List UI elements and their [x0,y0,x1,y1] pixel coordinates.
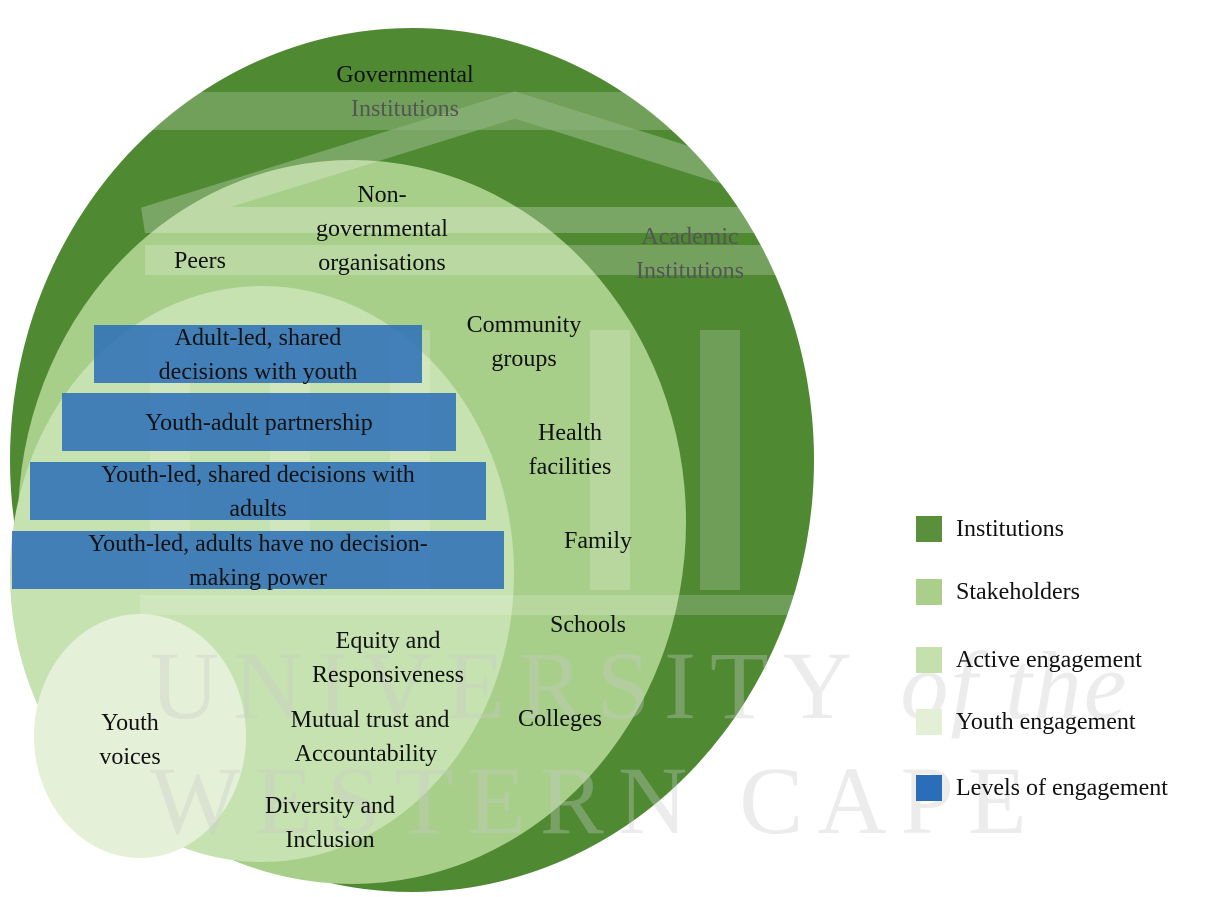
legend-item-active-engagement: Active engagement [916,645,1142,675]
label-trust-2: Accountability [294,741,438,767]
legend-swatch-stakeholders [916,579,942,605]
legend-item-youth-engagement: Youth engagement [916,707,1136,737]
label-ngo-2: governmental [316,216,448,242]
label-youth-voices-1: Youth [101,710,159,736]
level-youth-led-shared-line-1: Youth-led, shared decisions with [101,462,415,488]
level-youth-led-no-adult-power-line-1: Youth-led, adults have no decision- [88,531,428,557]
legend-swatch-institutions [916,516,942,542]
label-colleges: Colleges [518,706,602,732]
label-trust-1: Mutual trust and [290,707,450,733]
label-equity-1: Equity and [335,628,441,654]
legend-label: Youth engagement [956,708,1136,735]
label-family: Family [563,528,633,554]
label-schools: Schools [549,612,627,638]
legend-swatch-levels-of-engagement [916,775,942,801]
legend-label: Active engagement [956,646,1142,673]
legend-item-stakeholders: Stakeholders [916,577,1080,607]
level-bar-youth-led-shared [30,462,486,520]
level-bar-adult-led [94,325,422,383]
level-adult-led-line-2: decisions with youth [158,359,358,385]
legend-label: Institutions [956,515,1065,542]
legend-swatch-youth-engagement [916,709,942,735]
label-equity-2: Responsiveness [312,662,464,688]
legend-item-levels-of-engagement: Levels of engagement [916,773,1168,803]
label-governmental: Governmental [336,62,474,88]
level-youth-led-shared-line-2: adults [229,496,287,522]
level-bar-youth-adult-partnership [62,393,456,451]
label-academic: Academic [641,224,739,250]
level-bar-youth-led-no-adult-power [12,531,504,589]
label-youth-voices-2: voices [99,744,161,770]
legend-swatch-active-engagement [916,647,942,673]
level-adult-led-line-1: Adult-led, shared [174,325,342,351]
label-health-1: Health [538,420,602,446]
level-youth-adult-partnership: Youth-adult partnership [145,410,373,436]
label-diversity-2: Inclusion [285,827,375,853]
youth-engagement-ellipse [34,614,246,858]
label-community-1: Community [466,312,582,338]
label-governmental-institutions: Institutions [350,96,460,122]
legend-label: Stakeholders [956,578,1080,605]
label-peers: Peers [174,248,226,274]
level-youth-led-no-adult-power-line-2: making power [189,565,327,591]
label-diversity-1: Diversity and [265,793,395,819]
label-academic-institutions: Institutions [635,258,745,284]
label-health-2: facilities [528,454,612,480]
watermark-line-2: WESTERN CAPE [150,747,1041,854]
label-ngo-3: organisations [318,250,446,276]
label-ngo-1: Non- [357,182,407,208]
label-community-2: groups [491,346,557,372]
legend-label: Levels of engagement [956,774,1168,801]
legend-item-institutions: Institutions [916,514,1064,544]
